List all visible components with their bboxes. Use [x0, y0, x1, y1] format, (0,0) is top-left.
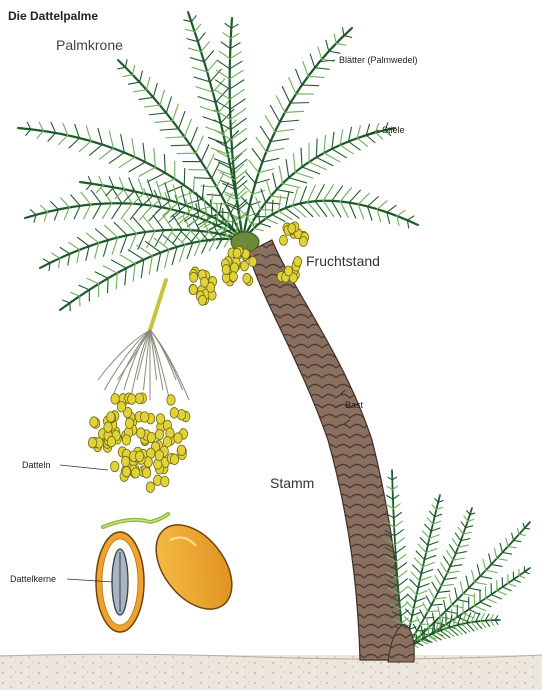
- page-title: Die Dattelpalme: [8, 10, 98, 22]
- label-stiele: Stiele: [382, 126, 405, 135]
- label-fruchtstand: Fruchtstand: [306, 254, 380, 268]
- label-stamm: Stamm: [270, 476, 314, 490]
- offshoot-palm: [385, 470, 530, 662]
- label-leaders: [60, 60, 379, 582]
- ground: [0, 654, 542, 690]
- trunk-stamm: [248, 240, 404, 660]
- label-bast: Bast: [345, 401, 363, 410]
- whole-date: [141, 511, 247, 624]
- date-bunch: [88, 280, 190, 492]
- date-fruit-detail: [96, 511, 247, 632]
- label-palmkrone: Palmkrone: [56, 38, 123, 52]
- label-dattelkerne: Dattelkerne: [10, 575, 56, 584]
- label-blaetter: Blätter (Palmwedel): [339, 56, 418, 65]
- label-datteln: Datteln: [22, 461, 51, 470]
